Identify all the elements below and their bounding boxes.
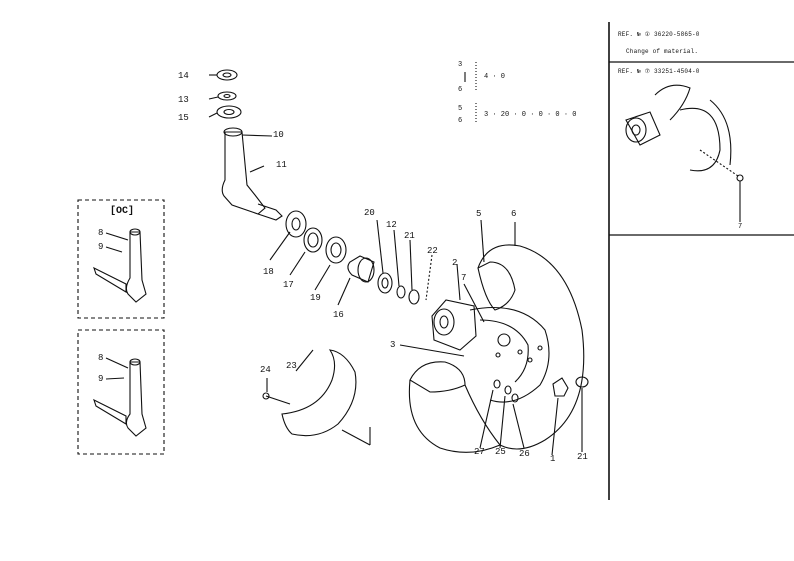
- ref1-text: REF. № ① 36220-5865-0: [618, 31, 700, 38]
- part-label-13: 13: [178, 95, 189, 105]
- inset-oc: [77, 199, 165, 319]
- part-label-3: 3: [390, 340, 396, 350]
- part-label-5: 5: [476, 209, 482, 219]
- part-label-25: 25: [495, 447, 506, 457]
- part-label-1: 1: [550, 454, 556, 464]
- dust-cap: [337, 255, 375, 306]
- legend-d: 5: [458, 105, 463, 113]
- inset-label-9b: 9: [98, 374, 104, 384]
- part-label-23: 23: [286, 361, 297, 371]
- inset-label-8a: 8: [98, 228, 104, 238]
- wheel-hub: [399, 263, 550, 403]
- legend-e: 6: [458, 117, 463, 125]
- part-label-16: 16: [333, 310, 344, 320]
- part-label-26: 26: [519, 449, 530, 459]
- part-label-6: 6: [511, 209, 517, 219]
- seal-bearing-set: [269, 210, 347, 291]
- part-label-11: 11: [276, 160, 287, 170]
- tire: [408, 219, 585, 453]
- small-hardware: [376, 219, 433, 305]
- inset-label-8b: 8: [98, 353, 104, 363]
- reference-panel: [608, 22, 794, 500]
- part-label-21-top: 21: [404, 231, 415, 241]
- ref1-note: Change of material.: [626, 48, 699, 55]
- part-label-2: 2: [452, 258, 458, 268]
- ref2-text: REF. № ⑦ 33251-4504-0: [618, 68, 700, 75]
- legend-f: 3 · 20 · 0 · 0 · 0 · 0: [484, 111, 577, 119]
- ref2-part-label: 7: [738, 223, 743, 231]
- part-label-12: 12: [386, 220, 397, 230]
- knuckle-arm: [221, 127, 283, 221]
- legend-a: 3: [458, 61, 463, 69]
- part-label-21-bottom: 21: [577, 452, 588, 462]
- part-label-22: 22: [427, 246, 438, 256]
- part-label-10: 10: [273, 130, 284, 140]
- part-label-15: 15: [178, 113, 189, 123]
- legend-b: 6: [458, 86, 463, 94]
- inset-lower: [77, 329, 165, 455]
- legend-c: 4 · 0: [484, 73, 506, 81]
- part-label-19: 19: [310, 293, 321, 303]
- part-label-20: 20: [364, 208, 375, 218]
- part-label-17: 17: [283, 280, 294, 290]
- legend-brackets: [464, 62, 477, 123]
- wheel-nuts: [479, 376, 589, 456]
- part-label-14: 14: [178, 71, 189, 81]
- inset-title-oc: [OC]: [110, 206, 135, 217]
- tire-half: [262, 349, 371, 446]
- inset-label-9a: 9: [98, 242, 104, 252]
- part-label-18: 18: [263, 267, 274, 277]
- washer-stack: [208, 69, 242, 119]
- part-label-24: 24: [260, 365, 271, 375]
- part-label-7: 7: [461, 273, 467, 283]
- ref-hub-sketch: [625, 84, 744, 222]
- part-label-27: 27: [474, 447, 485, 457]
